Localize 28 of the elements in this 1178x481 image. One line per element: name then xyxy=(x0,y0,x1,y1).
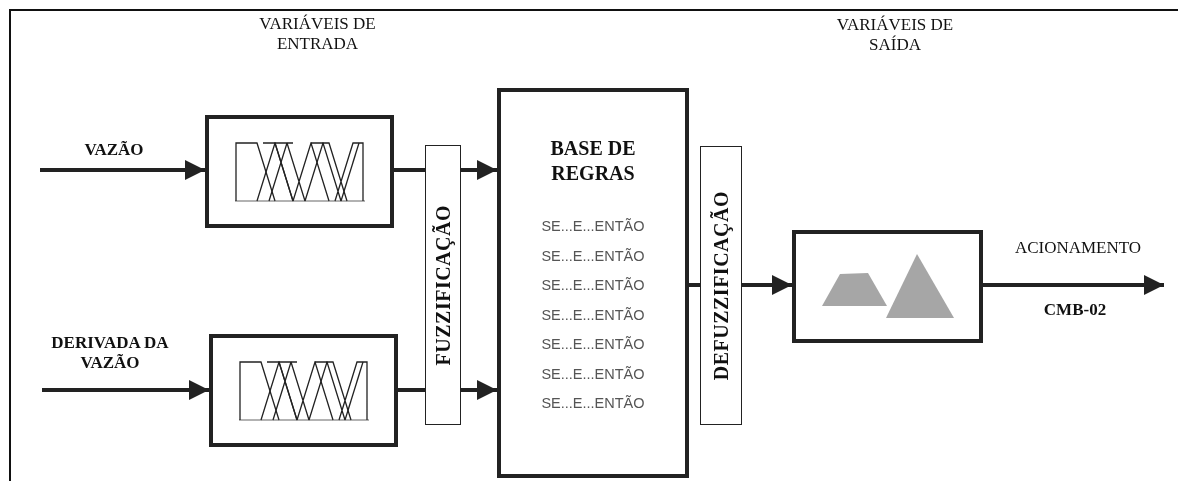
section-label: CMB-02 xyxy=(1042,300,1108,321)
process-box xyxy=(700,146,742,425)
arrow xyxy=(461,380,497,400)
arrow xyxy=(40,160,205,180)
process-box xyxy=(425,145,461,425)
rule-base-box xyxy=(497,88,689,478)
rule-text: SE...E...ENTÃO xyxy=(541,276,645,295)
arrow xyxy=(461,160,497,180)
arrow xyxy=(42,380,209,400)
arrow xyxy=(983,275,1164,295)
rule-text: SE...E...ENTÃO xyxy=(541,335,645,354)
rule-text: SE...E...ENTÃO xyxy=(541,246,645,266)
edge-label: DERIVADA DA VAZÃO xyxy=(50,333,170,374)
fuzzy-set-box xyxy=(209,334,398,447)
rule-text: SE...E...ENTÃO xyxy=(541,217,645,236)
box-title: BASE DE REGRAS xyxy=(549,136,637,186)
rule-text: SE...E...ENTÃO xyxy=(541,364,645,384)
rule-text: SE...E...ENTÃO xyxy=(541,305,645,325)
box-label: DEFUZZIFICAÇÃO xyxy=(709,190,733,381)
arrow xyxy=(742,275,792,295)
section-label: VARIÁVEIS DE SAÍDA xyxy=(835,15,955,56)
fuzzy-set-box xyxy=(205,115,394,228)
fuzzy-set-box xyxy=(792,230,983,343)
edge-label: ACIONAMENTO xyxy=(1013,238,1143,259)
rule-text: SE...E...ENTÃO xyxy=(541,394,645,413)
box-label: FUZZIFICAÇÃO xyxy=(431,204,455,366)
section-label: VARIÁVEIS DE ENTRADA xyxy=(258,14,377,55)
edge-label: VAZÃO xyxy=(83,140,145,161)
